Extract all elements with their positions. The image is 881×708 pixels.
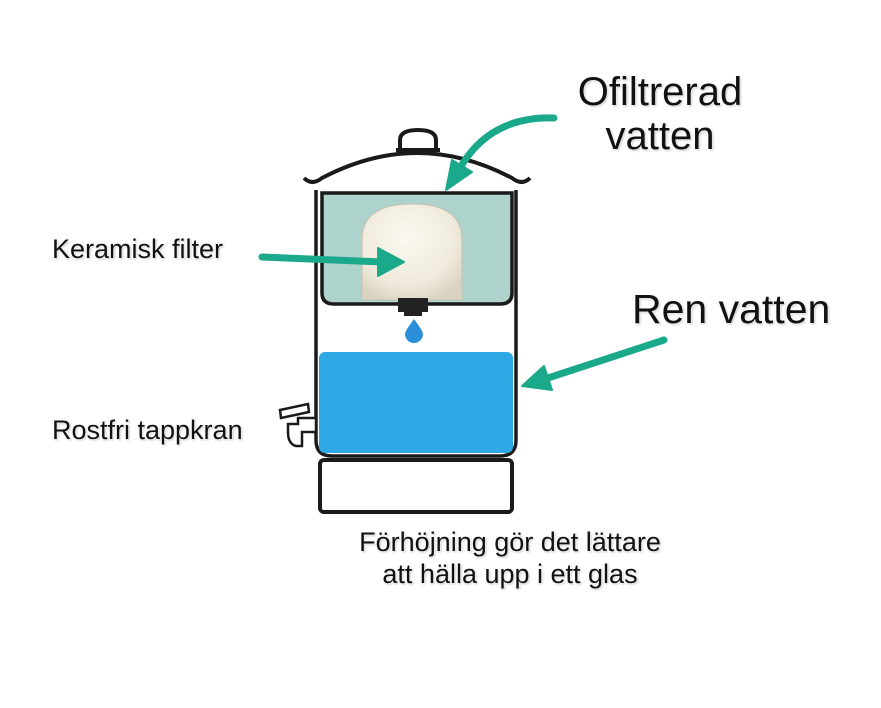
arrows <box>258 114 668 391</box>
label-stand: Förhöjning gör det lättare att hälla upp… <box>300 526 720 590</box>
label-stand-line2: att hälla upp i ett glas <box>382 559 638 589</box>
ceramic-filter <box>361 203 463 301</box>
arrow-clean-water <box>544 336 668 382</box>
arrow-unfiltered <box>456 114 558 172</box>
label-stand-line1: Förhöjning gör det lättare <box>359 527 661 557</box>
filter-outlet <box>398 298 428 312</box>
stand <box>318 458 514 514</box>
label-ceramic-filter: Keramisk filter <box>52 234 224 264</box>
tap-icon <box>286 416 318 448</box>
arrow-filter <box>258 253 386 266</box>
label-unfiltered-line2: vatten <box>605 114 715 158</box>
label-unfiltered-line1: Ofiltrerad <box>577 70 743 114</box>
label-tap: Rostfri tappkran <box>52 415 243 445</box>
label-unfiltered-water: Ofiltrerad vatten <box>540 70 780 158</box>
water-droplet <box>405 319 423 343</box>
lid-knob <box>398 127 438 150</box>
label-clean-water: Ren vatten <box>632 286 831 332</box>
clean-water <box>319 352 513 453</box>
lid <box>302 151 532 184</box>
